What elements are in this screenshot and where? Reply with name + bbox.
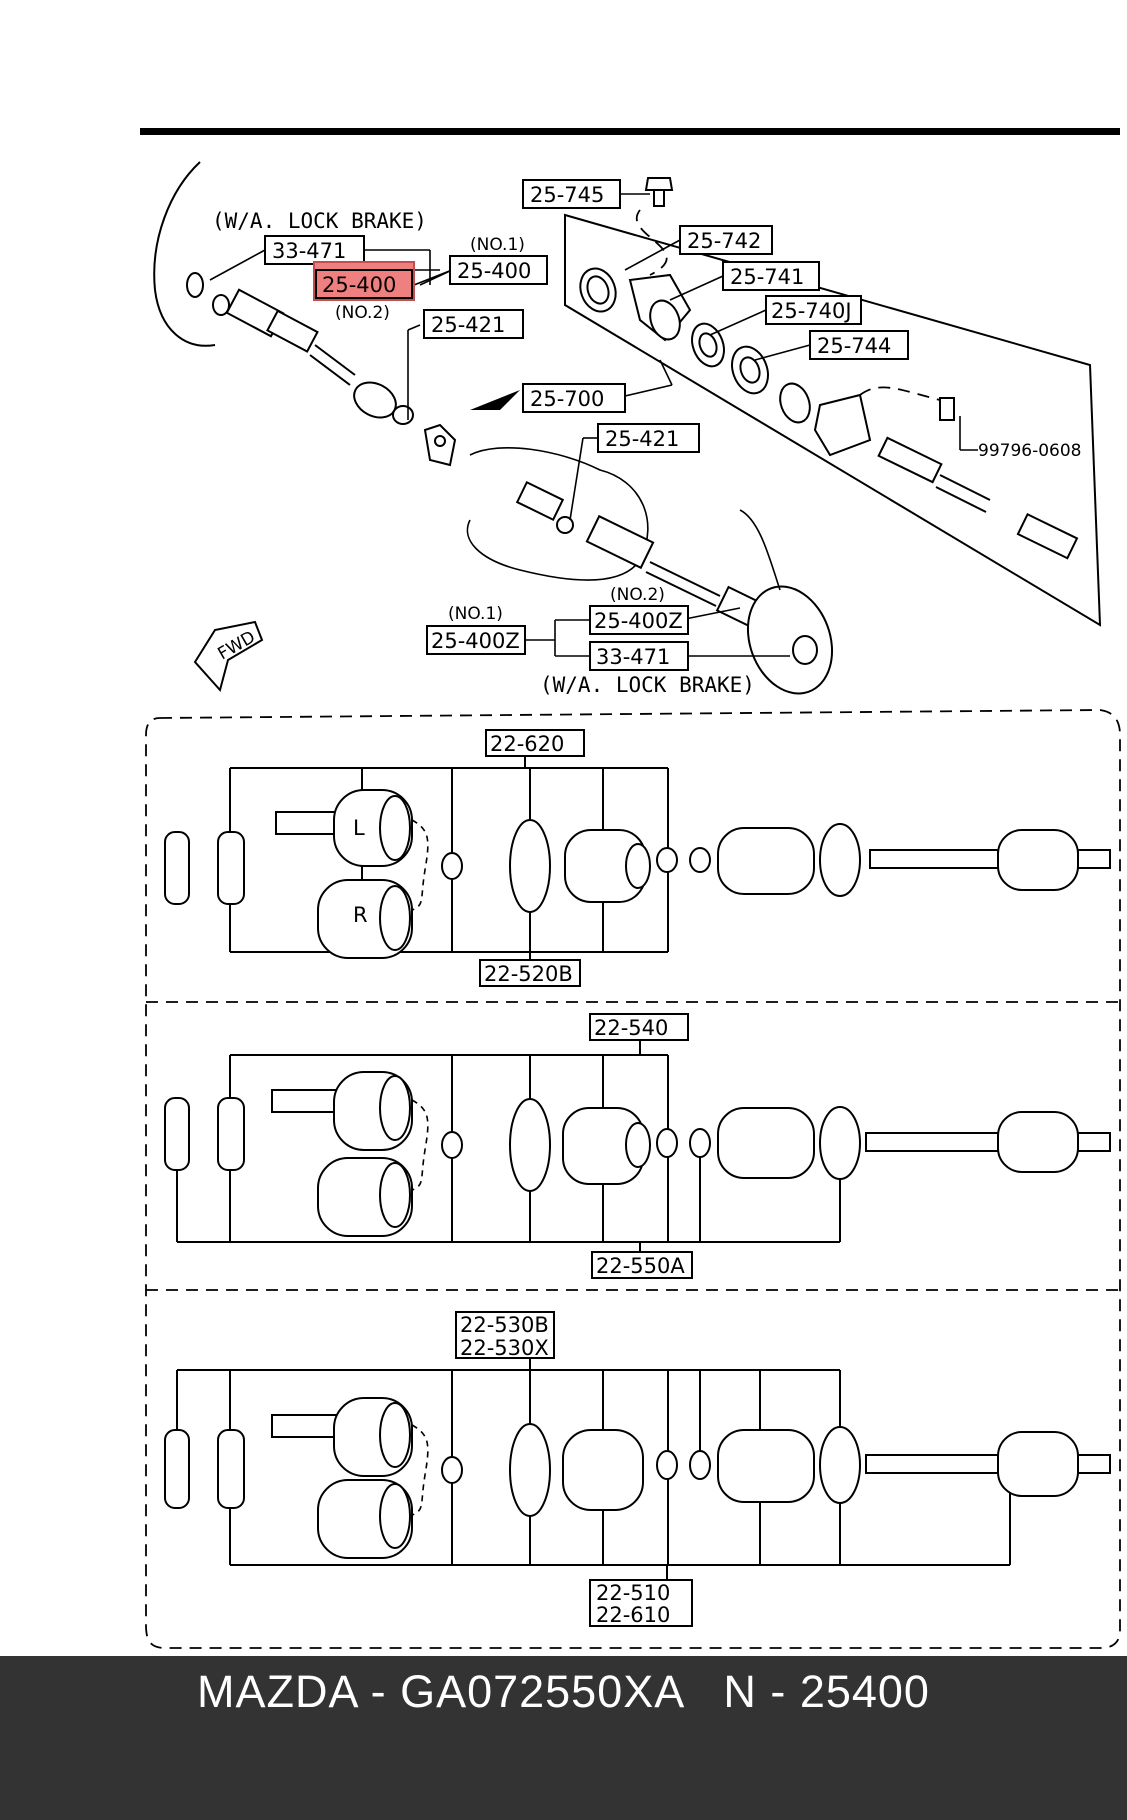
label-25-400Z-right: 25-400Z	[594, 609, 683, 633]
label-99796-0608: 99796-0608	[978, 441, 1081, 461]
panel-3: 22-530B 22-530X 22-510 22-610	[164, 1311, 1111, 1627]
label-22-550A: 22-550A	[596, 1254, 685, 1278]
label-22-540: 22-540	[594, 1016, 668, 1040]
inner-joint-1	[997, 829, 1079, 891]
label-25-700: 25-700	[530, 387, 604, 411]
label-25-745: 25-745	[530, 183, 604, 207]
header-rule	[140, 128, 1120, 135]
panel-2-top-label-box	[589, 1013, 689, 1041]
label-25-400-highlighted: 25-400	[322, 273, 396, 297]
label-22-530B: 22-530B	[460, 1313, 549, 1337]
panel-3-parts	[164, 1397, 1111, 1559]
boot-2	[717, 827, 815, 895]
lock-brake-note-left: (W/A. LOCK BRAKE)	[212, 209, 427, 233]
clamp-1	[656, 847, 678, 873]
leader-arrow	[470, 390, 520, 410]
axle-shaft-1	[869, 849, 999, 869]
label-25-421-a: 25-421	[431, 313, 505, 337]
lock-brake-note-right: (W/A. LOCK BRAKE)	[540, 673, 755, 697]
bolt-99796	[939, 397, 955, 421]
no2-note-left: (NO.2)	[335, 303, 390, 323]
label-25-421-b: 25-421	[605, 427, 679, 451]
panel-1: L R 22-620 22-520B	[164, 729, 1111, 987]
label-22-610: 22-610	[596, 1603, 670, 1627]
label-25-400Z-left: 25-400Z	[431, 629, 520, 653]
bracket-bolt-hole	[434, 435, 446, 447]
panel-1-top-label-box	[485, 729, 585, 757]
part-caption: MAZDA - GA072550XA N - 25400	[0, 1656, 1127, 1728]
joint-mark-L: L	[353, 816, 365, 840]
label-22-510: 22-510	[596, 1581, 670, 1605]
boot-band-2	[819, 823, 861, 897]
upper-assembly: FWD (W/A. LOCK BRAKE) (W/A. LOCK BRAKE) …	[153, 161, 1102, 697]
right-brake-disc	[746, 585, 834, 695]
code-prefix: N	[723, 1666, 757, 1717]
left-washer	[212, 294, 230, 316]
grease-tube-2	[217, 831, 245, 905]
caption-gap	[683, 1666, 724, 1717]
label-22-620: 22-620	[490, 732, 564, 756]
part-number: GA072550XA	[400, 1666, 683, 1717]
highlight-25-400	[313, 261, 415, 301]
part-labels: 25-745 33-471 25-742 25-400 25-400 25-74…	[264, 179, 1081, 671]
stub-1	[1077, 849, 1111, 869]
right-hub-nut	[792, 635, 818, 665]
left-hub-nut	[186, 272, 204, 298]
label-22-520B: 22-520B	[484, 962, 573, 986]
intermediate-shaft-frame	[564, 213, 1102, 627]
parts-diagram: FWD (W/A. LOCK BRAKE) (W/A. LOCK BRAKE) …	[140, 128, 1121, 1649]
transmission-outline	[466, 446, 649, 581]
label-25-741: 25-741	[730, 265, 804, 289]
intermediate-shaft-parts	[579, 177, 1079, 560]
diagram-code: 25400	[799, 1666, 930, 1717]
bolt-leader	[635, 209, 668, 276]
brand-name: MAZDA	[197, 1666, 358, 1717]
caption-separator-1: -	[357, 1666, 401, 1717]
label-25-744: 25-744	[817, 334, 891, 358]
panel-1-parts: L R	[164, 789, 1111, 959]
grease-tube-1	[164, 831, 190, 905]
panel-3-bottom-label-box	[589, 1579, 693, 1627]
label-22-530X: 22-530X	[460, 1336, 549, 1360]
no2-note-right: (NO.2)	[610, 585, 665, 605]
left-knuckle-outline	[153, 161, 216, 347]
clamp-2	[689, 847, 711, 873]
caption-separator-2: -	[756, 1666, 800, 1717]
leader-lines	[209, 193, 978, 657]
label-33-471-a: 33-471	[272, 239, 346, 263]
panel-2-parts	[164, 1071, 1111, 1237]
joint-mark-R: R	[353, 903, 368, 927]
circlip-1	[441, 852, 463, 880]
fwd-arrow: FWD	[193, 620, 264, 693]
panel-3-top-label-box	[455, 1311, 555, 1359]
label-25-400: 25-400	[457, 259, 531, 283]
panel-1-bottom-label-box	[479, 959, 581, 987]
label-33-471-b: 33-471	[596, 645, 670, 669]
no1-note-left: (NO.1)	[470, 235, 525, 255]
footer-bar	[0, 1656, 1127, 1820]
boot-band-1	[509, 819, 551, 913]
label-25-742: 25-742	[687, 229, 761, 253]
label-25-740J: 25-740J	[771, 299, 852, 323]
panel-2-bottom-label-box	[591, 1251, 693, 1279]
panel-2: 22-540 22-550A	[164, 1013, 1111, 1279]
right-strut-outline	[739, 509, 781, 591]
no1-note-right: (NO.1)	[448, 604, 503, 624]
panels-outline	[145, 709, 1121, 1649]
